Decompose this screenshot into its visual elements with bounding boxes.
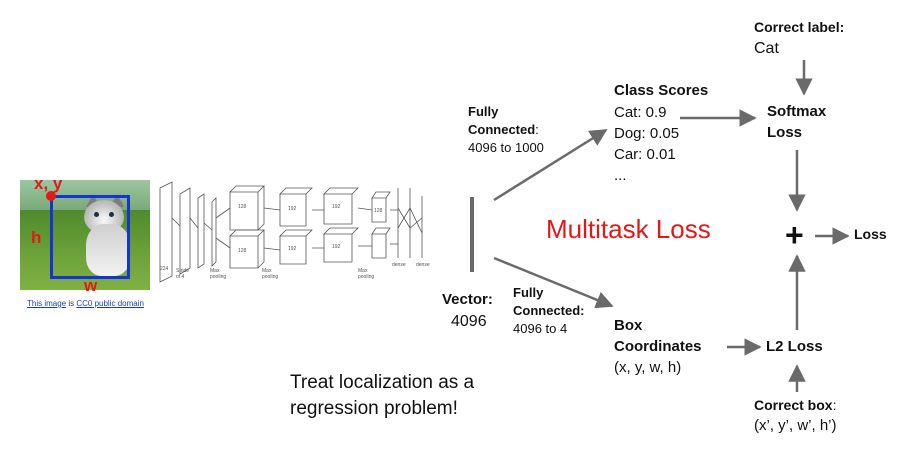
svg-text:dense: dense (392, 262, 406, 268)
svg-text:192: 192 (288, 206, 297, 212)
svg-text:of 4: of 4 (176, 274, 185, 280)
box-coordinates: Box Coordinates (x, y, w, h) (614, 317, 702, 376)
svg-text:Max: Max (210, 268, 220, 274)
plus-sign: + (785, 217, 804, 253)
correct-box-title: Correct box: (754, 397, 837, 413)
svg-text:192: 192 (288, 246, 297, 252)
fc-bottom-label: Fully Connected: 4096 to 4 (513, 285, 585, 336)
class-score-row: Dog: 0.05 (614, 125, 680, 142)
class-score-row: Car: 0.01 (614, 146, 676, 163)
height-label: h (31, 228, 42, 247)
bounding-box (50, 195, 130, 279)
class-score-row: Cat: 0.9 (614, 104, 667, 121)
arrow-to-box-coords (493, 256, 614, 309)
width-label: w (84, 276, 98, 295)
svg-text:Max: Max (358, 268, 368, 274)
credit-link-license[interactable]: CC0 public domain (76, 299, 144, 308)
corner-label: x, y (34, 174, 63, 193)
svg-text:dense: dense (416, 262, 430, 268)
svg-text:224: 224 (160, 266, 169, 272)
vector-value: 4096 (451, 313, 487, 330)
svg-text:192: 192 (332, 244, 341, 250)
svg-text:128: 128 (374, 208, 383, 214)
svg-text:192: 192 (332, 204, 341, 210)
class-score-row: ... (614, 167, 627, 184)
class-scores-title: Class Scores (614, 82, 709, 99)
credit-link-image[interactable]: This image (27, 299, 67, 308)
svg-text:128: 128 (238, 248, 247, 254)
correct-label-title: Correct label: (754, 19, 845, 35)
correct-box-value: (x’, y’, w’, h’) (754, 417, 837, 434)
fc-top-label: Fully Connected: 4096 to 1000 (468, 104, 544, 155)
multitask-loss-title: Multitask Loss (546, 214, 711, 244)
svg-text:Stride: Stride (176, 268, 189, 274)
svg-text:Max: Max (262, 268, 272, 274)
feature-vector-bar (470, 197, 474, 272)
total-loss: Loss (854, 226, 887, 242)
softmax-loss: Softmax Loss (767, 103, 827, 141)
corner-point (46, 191, 56, 201)
svg-text:pooling: pooling (210, 274, 226, 280)
svg-text:pooling: pooling (358, 274, 374, 280)
tagline: Treat localization as a regression probl… (290, 372, 475, 419)
svg-text:pooling: pooling (262, 274, 278, 280)
svg-text:128: 128 (238, 204, 247, 210)
image-credit: This image is CC0 public domain (27, 299, 144, 308)
vector-label: Vector: (442, 291, 493, 308)
arrow-to-class-scores (493, 128, 608, 202)
correct-label-value: Cat (754, 40, 779, 57)
class-scores-list: Cat: 0.9 Dog: 0.05 Car: 0.01 ... (614, 102, 679, 186)
l2-loss: L2 Loss (766, 338, 823, 355)
